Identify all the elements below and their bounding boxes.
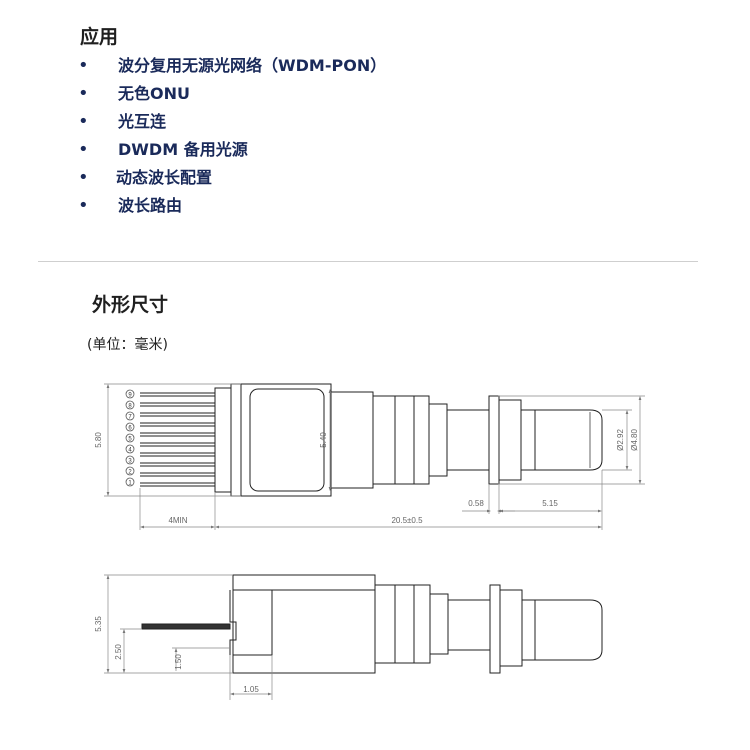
top-view-dimensions [104, 383, 645, 530]
pins [140, 392, 215, 487]
dim-inner-diameter: Ø2.92 [616, 429, 625, 451]
body-collar [330, 391, 374, 489]
bullet-icon: • [78, 111, 89, 132]
list-item: • 动态波长配置 [78, 166, 386, 194]
side-ferrule [521, 599, 603, 661]
list-item: • 波分复用无源光网络（WDM-PON） [78, 54, 386, 82]
unit-note: (单位：毫米) [87, 337, 168, 353]
side-leads [141, 623, 231, 630]
pin-numbers: 9 8 7 6 5 4 3 2 1 [125, 389, 135, 487]
dim-flange: 0.58 [468, 499, 484, 508]
list-item: • 波长路由 [78, 194, 386, 222]
side-flange [489, 584, 501, 674]
list-item: • DWDM 备用光源 [78, 138, 386, 166]
bullet-icon: • [78, 55, 89, 76]
application-item-text: DWDM 备用光源 [118, 140, 248, 159]
application-item-text: 光互连 [118, 112, 167, 131]
bullet-icon: • [78, 83, 89, 104]
pin-label: 3 [128, 459, 132, 465]
application-item-text: 动态波长配置 [116, 168, 213, 187]
receptacle-flange [488, 395, 500, 485]
housing-sleeve [372, 395, 430, 485]
dim-length: 20.5±0.5 [391, 516, 423, 525]
side-view-dimension-labels: 5.35 2.50 1.50 1.05 [94, 616, 259, 694]
application-item-text: 波长路由 [118, 196, 183, 215]
receptacle-tube [446, 409, 490, 471]
dim-lead-height: 2.50 [114, 644, 123, 660]
dim-outer-diameter: Ø4.80 [630, 429, 639, 451]
bullet-icon: • [78, 167, 89, 188]
dim-lead-width: 1.05 [243, 685, 259, 694]
pin-header [214, 387, 232, 493]
top-view [214, 383, 603, 497]
main-body [240, 383, 332, 497]
applications-list: • 波分复用无源光网络（WDM-PON） • 无色ONU • 光互连 • DWDM 备用… [78, 54, 386, 222]
body-window [249, 388, 325, 492]
pin-label: 1 [128, 481, 132, 487]
pin-label: 9 [128, 393, 132, 399]
dim-lead-offset: 1.50 [174, 654, 183, 670]
dim-total-height: 5.80 [94, 432, 103, 448]
pin-label: 6 [128, 426, 132, 432]
side-neck [429, 593, 449, 655]
dim-body-height: 5.40 [319, 432, 328, 448]
application-item-text: 波分复用无源光网络（WDM-PON） [118, 56, 387, 75]
housing-neck [428, 403, 448, 477]
pin-label: 4 [128, 448, 132, 454]
pin-label: 8 [128, 404, 132, 410]
pin-label: 7 [128, 415, 132, 421]
dimensions-heading: 外形尺寸 [92, 294, 169, 316]
dim-side-total: 5.35 [94, 616, 103, 632]
list-item: • 光互连 [78, 110, 386, 138]
ferrule-tip [520, 409, 603, 471]
bullet-icon: • [78, 195, 89, 216]
side-view-dimensions [104, 574, 273, 700]
application-item-text: 无色ONU [118, 84, 190, 103]
section-divider [38, 261, 698, 262]
side-step [499, 589, 523, 667]
bullet-icon: • [78, 139, 89, 160]
header-flange [230, 383, 242, 497]
side-sleeve [374, 584, 431, 664]
side-view [141, 574, 603, 674]
side-clamp [233, 589, 273, 656]
pin-label: 2 [128, 470, 132, 476]
list-item: • 无色ONU [78, 82, 386, 110]
pin-label: 5 [128, 437, 132, 443]
receptacle-step [498, 399, 522, 481]
side-tube [447, 599, 491, 651]
dim-pin-min: 4MIN [168, 516, 187, 525]
top-view-dimension-labels: 5.80 5.40 Ø2.92 Ø4.80 0.58 5.15 4MIN 20.… [94, 429, 639, 525]
dim-tip: 5.15 [542, 499, 558, 508]
applications-heading: 应用 [80, 26, 119, 48]
